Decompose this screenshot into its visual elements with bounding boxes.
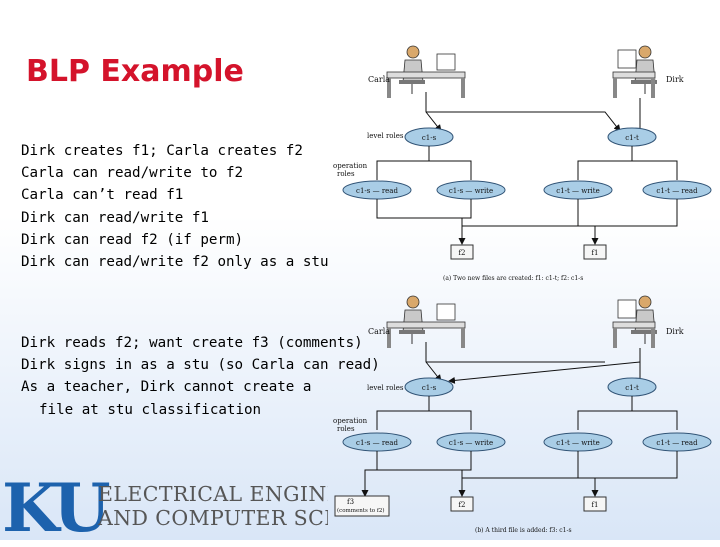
- role-label: c1-s: [422, 134, 437, 142]
- file-f1: [583, 244, 607, 260]
- logo-text-line-1: ELECTRICAL ENGINEERING: [98, 482, 328, 506]
- diagram-b-svg: Carla Dirk level roles c1-s c1-t operati…: [333, 295, 712, 534]
- file-label: f3: [347, 498, 354, 506]
- role-label: c1-s — read: [356, 439, 398, 447]
- slide-title: BLP Example: [26, 54, 244, 89]
- text-line: Carla can’t read f1: [21, 187, 184, 204]
- file-label: f1: [591, 249, 598, 257]
- role-label: c1-s: [422, 384, 437, 392]
- role-label: c1-s — write: [449, 439, 493, 447]
- role-label: c1-s — write: [449, 187, 493, 195]
- text-line: file at stu classification: [39, 401, 262, 418]
- text-line: Dirk creates f1; Carla creates f2: [21, 143, 303, 159]
- text-line: Dirk can read/write f1: [21, 209, 209, 226]
- text-line: Dirk can read f2 (if perm): [21, 231, 244, 248]
- role-label: c1-t: [625, 134, 639, 142]
- operation-roles-label: operation: [333, 162, 368, 170]
- role-label: c1-t: [625, 384, 639, 392]
- text-line: As a teacher, Dirk cannot create a: [21, 379, 312, 396]
- role-label: c1-t — read: [656, 187, 698, 195]
- dirk-computer-icon: [612, 49, 656, 98]
- carla-label: Carla: [368, 327, 390, 336]
- role-label: c1-t — read: [656, 439, 698, 447]
- diagram-a-svg: Carla Dirk level roles c1-s c1-t: [333, 45, 712, 282]
- text-block-2: Dirk reads f2; want create f3 (comments)…: [21, 332, 380, 421]
- ku-logo-mark: KU: [2, 469, 111, 547]
- file-label: f2: [458, 501, 465, 509]
- operation-roles-label: roles: [337, 425, 355, 433]
- carla-label: Carla: [368, 75, 390, 84]
- diagram-caption: (a) Two new files are created: f1: c1-t;…: [443, 275, 583, 282]
- role-label: c1-s — read: [356, 187, 398, 195]
- diagram-a: Carla Dirk level roles c1-s c1-t: [325, 40, 720, 288]
- operation-roles-label: roles: [337, 170, 355, 178]
- ku-eecs-logo: KU ELECTRICAL ENGINEERING AND COMPUTER S…: [0, 469, 328, 547]
- file-f2: [450, 244, 474, 260]
- carla-computer-icon: [386, 53, 466, 98]
- carla-person-icon: [399, 45, 425, 94]
- file-label: f1: [591, 501, 598, 509]
- level-roles-label: level roles: [367, 132, 404, 140]
- logo-text-line-2: AND COMPUTER SCIENCE: [98, 506, 328, 530]
- file-f1: [583, 496, 607, 512]
- level-roles-label: level roles: [367, 384, 404, 392]
- role-label: c1-t — write: [556, 187, 600, 195]
- dirk-label: Dirk: [666, 327, 684, 336]
- dirk-label: Dirk: [666, 75, 684, 84]
- operation-roles-label: operation: [333, 417, 368, 425]
- text-line: Carla can read/write to f2: [21, 165, 244, 182]
- file-label: f2: [458, 249, 465, 257]
- text-line: Dirk reads f2; want create f3 (comments): [21, 335, 363, 351]
- file-note: (comments to f2): [337, 507, 385, 514]
- role-label: c1-t — write: [556, 439, 600, 447]
- file-f3: [334, 495, 390, 517]
- text-line: Dirk can read/write f2 only as a stu: [21, 254, 329, 271]
- text-line: Dirk signs in as a stu (so Carla can rea…: [21, 357, 380, 374]
- diagram-caption: (b) A third file is added: f3: c1-s: [475, 527, 572, 534]
- carla-person-icon: [399, 295, 425, 344]
- text-block-1: Dirk creates f1; Carla creates f2 Carla …: [21, 140, 329, 273]
- file-f2: [450, 496, 474, 512]
- carla-computer-icon: [386, 303, 466, 348]
- dirk-computer-icon: [612, 299, 656, 348]
- diagram-b: Carla Dirk level roles c1-s c1-t operati…: [325, 290, 720, 538]
